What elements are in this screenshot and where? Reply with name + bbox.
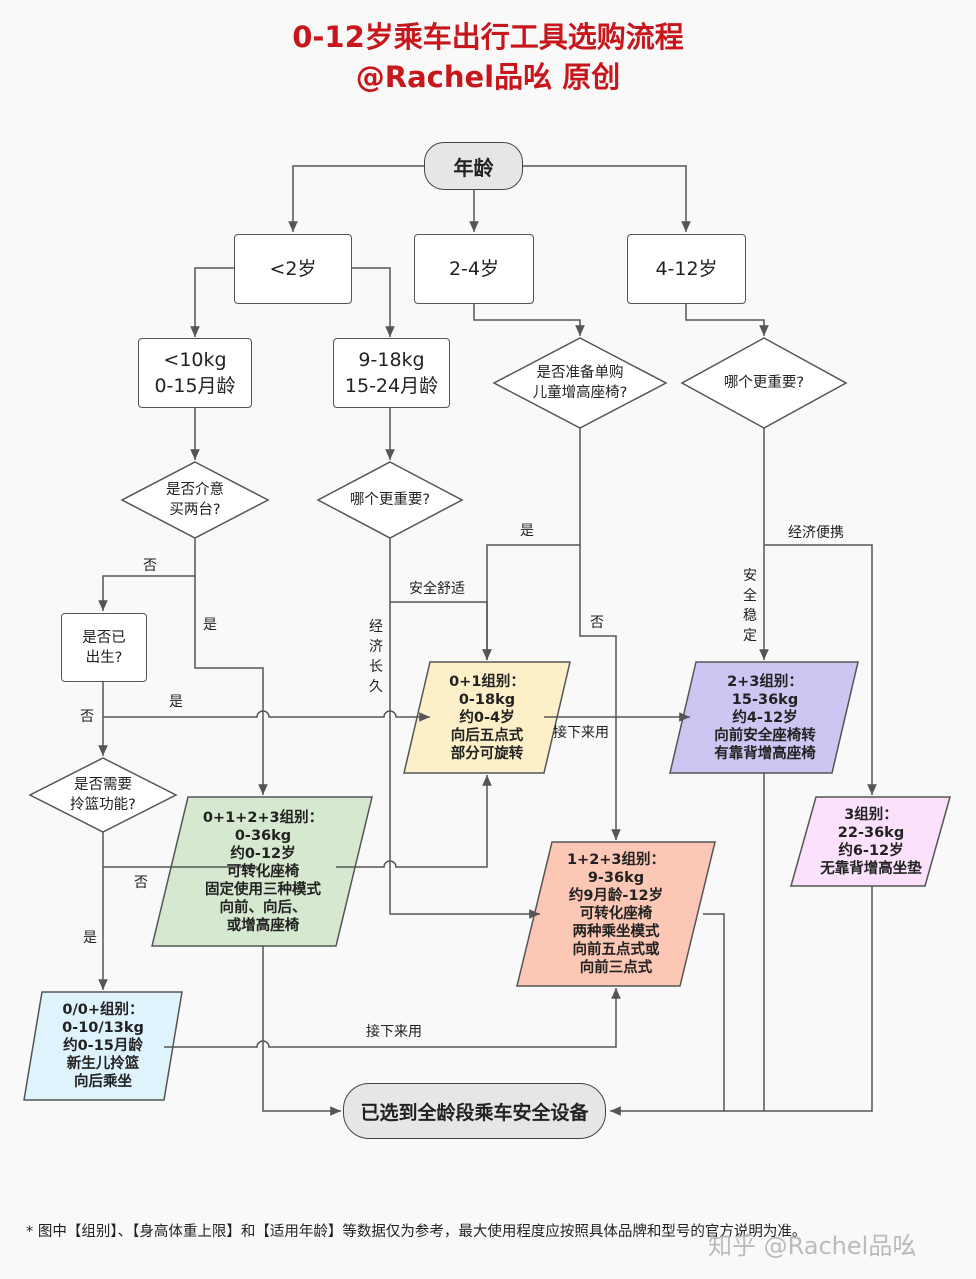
- edge: [724, 886, 873, 1112]
- edge: [482, 428, 581, 660]
- node-under-10kg-age: 0-15月龄: [154, 375, 236, 397]
- group-123-text: 1+2+3组别： 9-36kg 约9月龄-12岁 可转化座椅 两种乘坐模式 向前…: [566, 852, 666, 976]
- edge: [685, 303, 769, 336]
- group-01-shape: [403, 661, 571, 774]
- edge-label-economy-portable: 经济便携: [788, 525, 844, 541]
- edge-label-economy-long: 经 济 长 久: [369, 619, 383, 695]
- edge: [352, 267, 395, 337]
- node-9-18kg-age: 15-24月龄: [344, 375, 439, 397]
- edge-label-next-use: 接下来用: [553, 725, 609, 741]
- watermark: 知乎 @Rachel品吆: [708, 1232, 917, 1260]
- group-01-text: 0+1组别： 0-18kg 约0-4岁 向后五点式 部分可旋转: [449, 673, 525, 762]
- edge: [610, 913, 725, 1116]
- group-0123-text: 0+1+2+3组别： 0-36kg 约0-12岁 可转化座椅 固定使用三种模式 …: [202, 809, 324, 934]
- edge: [190, 267, 234, 337]
- edge-label-yes: 是: [520, 523, 534, 539]
- decision-more-important-1: 哪个更重要?: [349, 492, 431, 508]
- group-3-shape: [790, 796, 951, 887]
- edge: [164, 988, 621, 1048]
- edge-label-next-use: 接下来用: [366, 1024, 422, 1040]
- edge-label-yes: 是: [83, 930, 97, 946]
- group-23-shape: [669, 661, 859, 774]
- group-00-text: 0/0+组别： 0-10/13kg 约0-15月龄 新生儿拎篮 向后乘坐: [62, 1002, 144, 1090]
- edge: [288, 165, 428, 232]
- edge-label-yes: 是: [169, 694, 183, 710]
- edge: [473, 303, 585, 336]
- end-node: 已选到全龄段乘车安全设备: [343, 1083, 606, 1139]
- edge: [98, 538, 196, 611]
- decision-more-important-2: 哪个更重要?: [723, 375, 805, 391]
- footnote: * 图中【组别】、【身高体重上限】和【适用年龄】等数据仅为参考，最大使用程度应按…: [26, 1224, 807, 1240]
- edge-label-no: 否: [590, 615, 604, 631]
- page-title: 0-12岁乘车出行工具选购流程: [292, 20, 684, 54]
- edge: [522, 165, 691, 232]
- edge: [764, 544, 877, 795]
- edge-label-no: 否: [143, 558, 157, 574]
- edge: [389, 538, 492, 660]
- decision-basket: 是否需要 拎篮功能?: [70, 777, 136, 813]
- node-age-under-2: <2岁: [234, 234, 352, 304]
- group-3-text: 3组别： 22-36kg 约6-12岁 无靠背增高坐垫: [820, 806, 922, 877]
- node-under-10kg: <10kg 0-15月龄: [138, 338, 252, 408]
- edge: [389, 602, 540, 919]
- node-9-18kg: 9-18kg 15-24月龄: [333, 338, 450, 408]
- group-0123-shape: [151, 796, 373, 947]
- edge-label-safety-comfort: 安全舒适: [409, 581, 465, 597]
- node-under-10kg-weight: <10kg: [163, 349, 227, 371]
- edge: [194, 576, 268, 795]
- edge: [579, 545, 621, 840]
- group-123-shape: [516, 841, 716, 987]
- edge-label-yes: 是: [203, 617, 217, 633]
- node-age-2-4: 2-4岁: [414, 234, 534, 304]
- edge-label-safety-stable: 安 全 稳 定: [743, 568, 757, 644]
- group-00-shape: [23, 991, 183, 1101]
- group-23-text: 2+3组别： 15-36kg 约4-12岁 向前安全座椅转 有靠背增高座椅: [714, 673, 816, 762]
- start-node-age: 年龄: [424, 142, 523, 190]
- node-9-18kg-weight: 9-18kg: [358, 349, 425, 371]
- edge: [262, 946, 341, 1116]
- node-age-4-12: 4-12岁: [627, 234, 746, 304]
- decision-buy-booster: 是否准备单购 儿童增高座椅?: [532, 365, 628, 401]
- decision-two-seats: 是否介意 买两台?: [166, 482, 224, 518]
- node-born: 是否已 出生?: [61, 613, 147, 682]
- edge: [336, 775, 492, 868]
- edge: [103, 710, 430, 722]
- page-subtitle: @Rachel品吆 原创: [355, 60, 621, 94]
- edge-label-no: 否: [80, 709, 94, 725]
- edge-label-no: 否: [134, 875, 148, 891]
